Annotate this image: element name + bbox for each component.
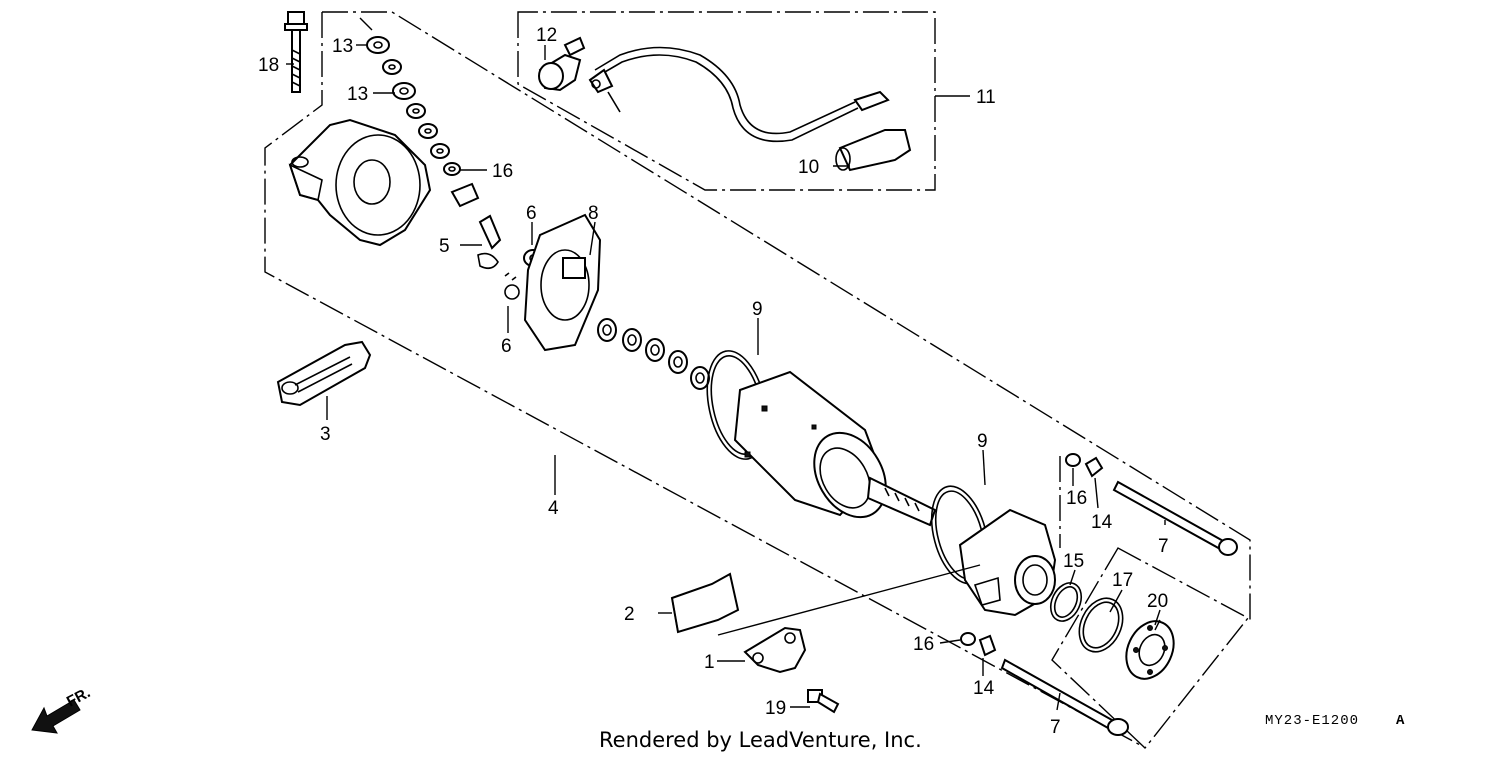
diagram-code: MY23-E1200 — [1265, 713, 1359, 729]
part-shims — [597, 318, 710, 390]
part-20-bearing — [1125, 620, 1175, 680]
callout-13-top: 13 — [332, 36, 353, 57]
credit-text: Rendered by LeadVenture, Inc. — [599, 728, 922, 752]
part-17-snap-ring — [1078, 597, 1124, 653]
part-6-8-brush-plate — [523, 213, 602, 352]
callout-9-lower: 9 — [977, 431, 988, 452]
callout-5: 5 — [439, 236, 450, 257]
callout-2: 2 — [624, 604, 635, 625]
callout-17: 17 — [1112, 570, 1133, 591]
callout-7-lower: 7 — [1050, 717, 1061, 738]
part-2-insulator — [670, 572, 740, 634]
callout-6-lower: 6 — [501, 336, 512, 357]
part-14-16-washers-nuts — [960, 453, 1104, 657]
callout-19: 19 — [765, 698, 786, 719]
part-7-long-bolts — [1000, 480, 1238, 736]
front-direction-indicator: FR. — [31, 684, 93, 734]
part-18-bolt — [284, 11, 308, 93]
callout-13-lower: 13 — [347, 84, 368, 105]
diagram-code-suffix: A — [1396, 713, 1405, 729]
callout-3: 3 — [320, 424, 331, 445]
part-15-o-ring — [1049, 582, 1083, 622]
callout-11: 11 — [976, 87, 996, 108]
part-19-bolt — [807, 689, 840, 714]
callout-20: 20 — [1147, 591, 1168, 612]
part-11-cable — [588, 46, 890, 143]
callout-12: 12 — [536, 25, 557, 46]
part-motor-yoke-armature — [733, 370, 937, 527]
part-1-bracket — [743, 626, 807, 674]
callout-8: 8 — [588, 203, 599, 224]
callout-9-top: 9 — [752, 299, 763, 320]
callout-15: 15 — [1063, 551, 1084, 572]
callout-16-top: 16 — [492, 161, 513, 182]
part-10-terminal-boot — [835, 129, 912, 172]
callout-4: 4 — [548, 498, 559, 519]
callout-labels: 18 13 13 16 12 11 10 6 8 5 6 9 3 4 9 16 … — [258, 25, 1169, 738]
part-12-terminal-cap — [538, 36, 586, 92]
callout-14-right: 14 — [1091, 512, 1113, 533]
part-4-rear-cover — [288, 118, 432, 247]
callout-10: 10 — [798, 157, 819, 178]
part-5-brush-holder — [477, 214, 520, 300]
part-3-bracket — [276, 340, 372, 407]
callout-7-right: 7 — [1158, 536, 1169, 557]
callout-6-top: 6 — [526, 203, 537, 224]
leader-lines — [286, 17, 1166, 711]
part-front-cover — [958, 508, 1057, 617]
assembly-boundary-lines — [264, 11, 1251, 750]
callout-16-lower: 16 — [913, 634, 934, 655]
callout-1: 1 — [704, 652, 715, 673]
front-arrow-icon — [31, 699, 81, 734]
callout-18: 18 — [258, 55, 279, 76]
callout-16-right: 16 — [1066, 488, 1087, 509]
callout-14-lower: 14 — [973, 678, 995, 699]
